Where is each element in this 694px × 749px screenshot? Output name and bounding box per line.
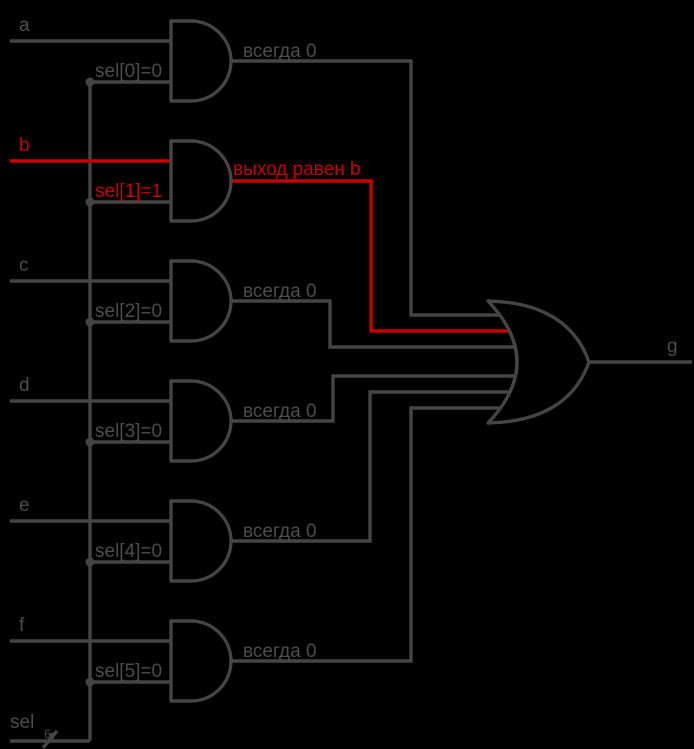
output-wire-d bbox=[231, 374, 520, 423]
input-label-a: a bbox=[19, 15, 30, 36]
output-wire-f bbox=[231, 406, 508, 663]
output-annotation-b: выход равен b bbox=[233, 159, 360, 180]
output-wire-a bbox=[231, 59, 520, 317]
sel-label-1: sel[1]=1 bbox=[95, 181, 162, 202]
output-wire-e bbox=[231, 390, 518, 543]
and-gate-f bbox=[169, 619, 233, 703]
and-gate-e bbox=[169, 499, 233, 583]
sel-bus-label: sel bbox=[10, 712, 34, 733]
input-label-e: e bbox=[19, 495, 30, 516]
output-annotation-e: всегда 0 bbox=[243, 521, 317, 542]
bus-width-arrowhead bbox=[49, 731, 57, 740]
and-gate-c bbox=[169, 259, 233, 343]
output-annotation-a: всегда 0 bbox=[243, 41, 317, 62]
input-label-c: c bbox=[19, 255, 29, 276]
sel-label-4: sel[4]=0 bbox=[95, 541, 162, 562]
sel-junction-dot-2 bbox=[85, 317, 95, 327]
sel-junction-dot-0 bbox=[85, 77, 95, 87]
sel-junction-dot-1 bbox=[85, 197, 95, 207]
sel-label-0: sel[0]=0 bbox=[95, 61, 162, 82]
output-annotation-f: всегда 0 bbox=[243, 641, 317, 662]
output-annotation-d: всегда 0 bbox=[243, 401, 317, 422]
sel-junction-dot-3 bbox=[85, 437, 95, 447]
bus-width-label: 6 bbox=[44, 727, 51, 741]
and-gate-b bbox=[169, 139, 233, 223]
input-label-b: b bbox=[19, 135, 30, 156]
output-wire-c bbox=[231, 299, 520, 349]
sel-label-2: sel[2]=0 bbox=[95, 301, 162, 322]
sel-junction-dot-5 bbox=[85, 677, 95, 687]
input-label-d: d bbox=[19, 375, 30, 396]
sel-label-3: sel[3]=0 bbox=[95, 421, 162, 442]
sel-label-5: sel[5]=0 bbox=[95, 661, 162, 682]
sel-junction-dot-4 bbox=[85, 557, 95, 567]
output-annotation-c: всегда 0 bbox=[243, 281, 317, 302]
and-gate-d bbox=[169, 379, 233, 463]
input-label-f: f bbox=[19, 615, 25, 636]
output-label-g: g bbox=[667, 336, 678, 357]
and-gate-a bbox=[169, 19, 233, 103]
or-gate bbox=[486, 299, 591, 425]
output-wire-b bbox=[231, 179, 512, 333]
